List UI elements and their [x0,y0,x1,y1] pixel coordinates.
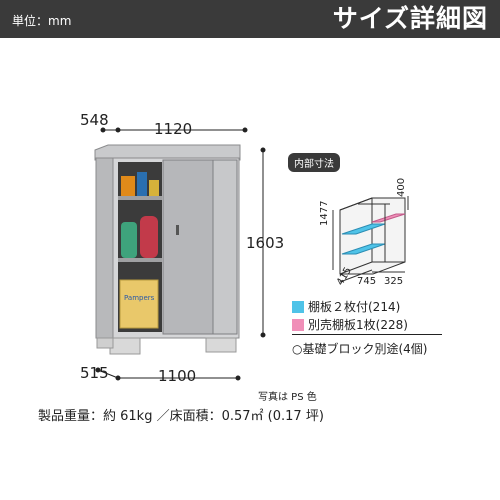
page-title: サイズ詳細図 [332,4,488,33]
block-note: ○基礎ブロック別途(4個) [292,342,428,356]
legend-item-shelf-included: 棚板２枚付(214) [292,298,400,315]
spec-line: 製品重量：約 61kg ／床面積：0.57㎡ (0.17 坪) [38,409,324,424]
interior-dimensions-tag: 内部寸法 [288,153,340,172]
storage-shed-illustration: Pampers [94,144,241,355]
dim-depth-bottom: 515 [80,364,109,382]
dim-width-top: 1120 [154,120,193,138]
interior-width-b-label: 325 [384,276,404,287]
dim-width-bottom: 1100 [158,367,197,385]
interior-height-label: 1477 [319,200,330,226]
legend-item-shelf-optional: 別売棚板1枚(228) [292,316,408,333]
header-bar [0,0,500,38]
dim-depth-top: 548 [80,111,109,129]
photo-note: 写真は PS 色 [258,392,317,403]
interior-diagram [332,196,409,283]
interior-width-a-label: 745 [357,276,377,287]
unit-label: 単位：mm [12,14,72,28]
legend-label: 棚板２枚付(214) [308,300,401,314]
legend-divider [292,334,442,335]
legend-swatch-pink [292,319,304,331]
dim-height: 1603 [246,234,285,252]
svg-text:Pampers: Pampers [124,294,155,302]
interior-shelf-depth-label: 400 [396,177,407,197]
legend-swatch-blue [292,301,304,313]
legend-label: 別売棚板1枚(228) [308,318,408,332]
